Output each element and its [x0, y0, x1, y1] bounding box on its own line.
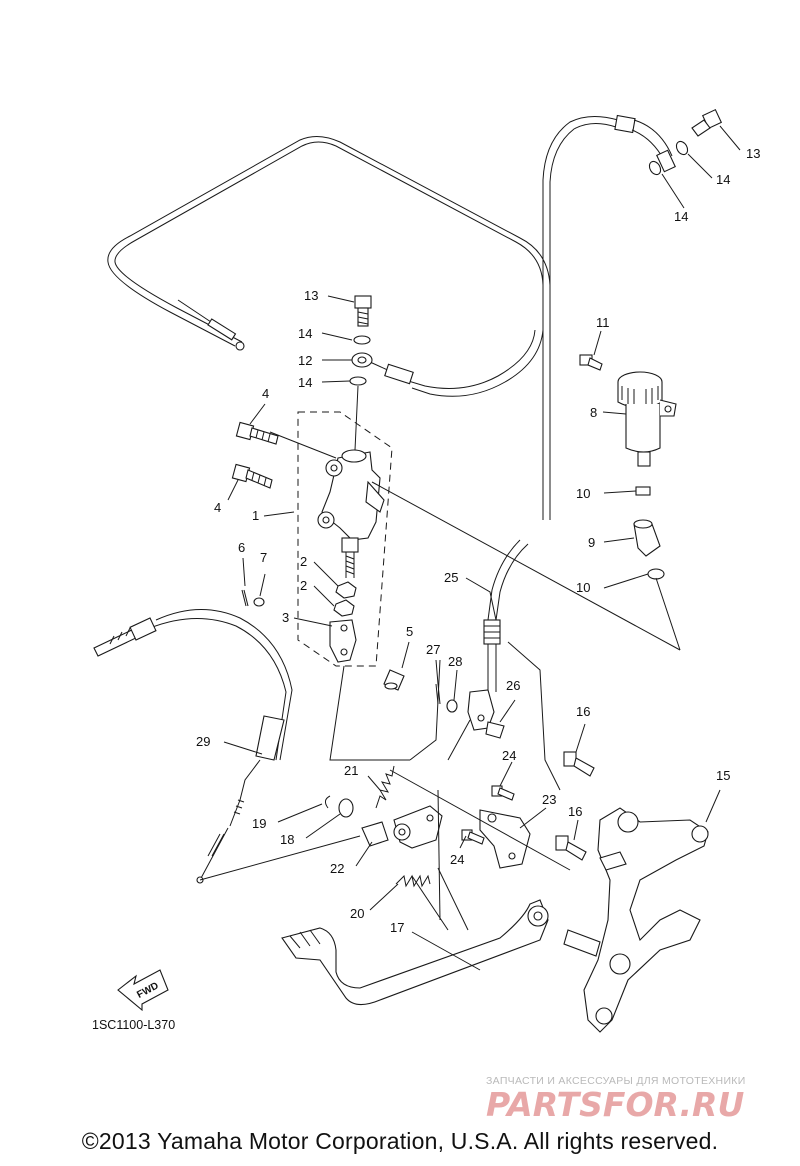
reservoir-8: [617, 371, 677, 467]
callout-labels: 13 14 14 13 14 12 14 11 8 4 4 1 10 9 6 7…: [196, 146, 760, 935]
callout-14: 14: [674, 209, 688, 224]
bolt-4-upper: [235, 421, 279, 445]
cotter-pin-6: [241, 589, 249, 607]
callout-7: 7: [260, 550, 267, 565]
union-bolt-13-upper: [691, 108, 723, 137]
callout-24: 24: [450, 852, 464, 867]
union-bolt-13: [354, 295, 372, 327]
screw-11: [579, 354, 603, 371]
callout-20: 20: [350, 906, 364, 921]
master-cylinder: [317, 449, 385, 578]
master-cylinder-dashed-box: [297, 411, 393, 667]
pin-5: [383, 669, 405, 691]
callout-28: 28: [448, 654, 462, 669]
bolt-24: [461, 785, 515, 845]
callout-16: 16: [568, 804, 582, 819]
nut-2: [333, 581, 357, 617]
banjo-hose-fitting: [369, 361, 414, 385]
callout-27: 27: [426, 642, 440, 657]
pin-26: [485, 721, 505, 739]
circlip-19-washer-18: [324, 795, 354, 818]
spring-20: [395, 874, 431, 888]
callout-16: 16: [576, 704, 590, 719]
callout-9: 9: [588, 535, 595, 550]
banjo-fitting-12: [351, 352, 373, 368]
copyright-notice: ©2013 Yamaha Motor Corporation, U.S.A. A…: [81, 1128, 719, 1154]
brake-pedal-17: [281, 899, 549, 1006]
callout-21: 21: [344, 763, 358, 778]
callout-25: 25: [444, 570, 458, 585]
callout-29: 29: [196, 734, 210, 749]
callout-4: 4: [214, 500, 221, 515]
callout-15: 15: [716, 768, 730, 783]
brake-rod-25: [467, 539, 529, 731]
callout-11: 11: [596, 315, 610, 330]
callout-19: 19: [252, 816, 266, 831]
watermark-tagline: ЗАПЧАСТИ И АКСЕССУАРЫ ДЛЯ МОТОТЕХНИКИ: [486, 1075, 746, 1087]
switch-bracket-23: [479, 809, 531, 869]
hose-fitting-top: [614, 114, 676, 173]
callout-14: 14: [298, 326, 312, 341]
clevis-3: [329, 619, 357, 663]
watermark-logo: PARTSFOR.RU: [486, 1085, 744, 1124]
copper-washer-14: [349, 335, 371, 386]
callout-2: 2: [300, 554, 307, 569]
callout-24: 24: [502, 748, 516, 763]
callout-14: 14: [716, 172, 730, 187]
callout-3: 3: [282, 610, 289, 625]
callout-10: 10: [576, 580, 590, 595]
footrest-bracket-15: [563, 807, 709, 1033]
callout-22: 22: [330, 861, 344, 876]
bolt-4-lower: [231, 463, 273, 489]
hose-end-left: [177, 299, 245, 351]
reservoir-hose-9: [633, 519, 661, 557]
callout-13: 13: [304, 288, 318, 303]
callout-12: 12: [298, 353, 312, 368]
cotter-27-washer-28: [435, 683, 458, 713]
washer-7: [253, 597, 265, 607]
drawing-code: 1SC1100-L370: [92, 1018, 175, 1032]
master-cylinder-axis: [354, 385, 359, 451]
callout-6: 6: [238, 540, 245, 555]
bolt-16: [555, 751, 595, 861]
callout-23: 23: [542, 792, 556, 807]
leader-lines: [199, 125, 741, 971]
brake-hose-loop: [107, 116, 619, 520]
cable-29: [93, 609, 293, 884]
watermark: ЗАПЧАСТИ И АКСЕССУАРЫ ДЛЯ МОТОТЕХНИКИ PA…: [486, 1075, 746, 1124]
callout-1: 1: [252, 508, 259, 523]
callout-13: 13: [746, 146, 760, 161]
callout-26: 26: [506, 678, 520, 693]
callout-8: 8: [590, 405, 597, 420]
callout-17: 17: [390, 920, 404, 935]
callout-10: 10: [576, 486, 590, 501]
callout-14: 14: [298, 375, 312, 390]
callout-18: 18: [280, 832, 294, 847]
fwd-arrow-icon: FWD: [117, 969, 169, 1012]
spring-21: [375, 765, 395, 809]
callout-2: 2: [300, 578, 307, 593]
copper-washer-14-upper: [648, 140, 689, 176]
callout-4: 4: [262, 386, 269, 401]
brake-arm-22: [361, 805, 443, 849]
callout-5: 5: [406, 624, 413, 639]
